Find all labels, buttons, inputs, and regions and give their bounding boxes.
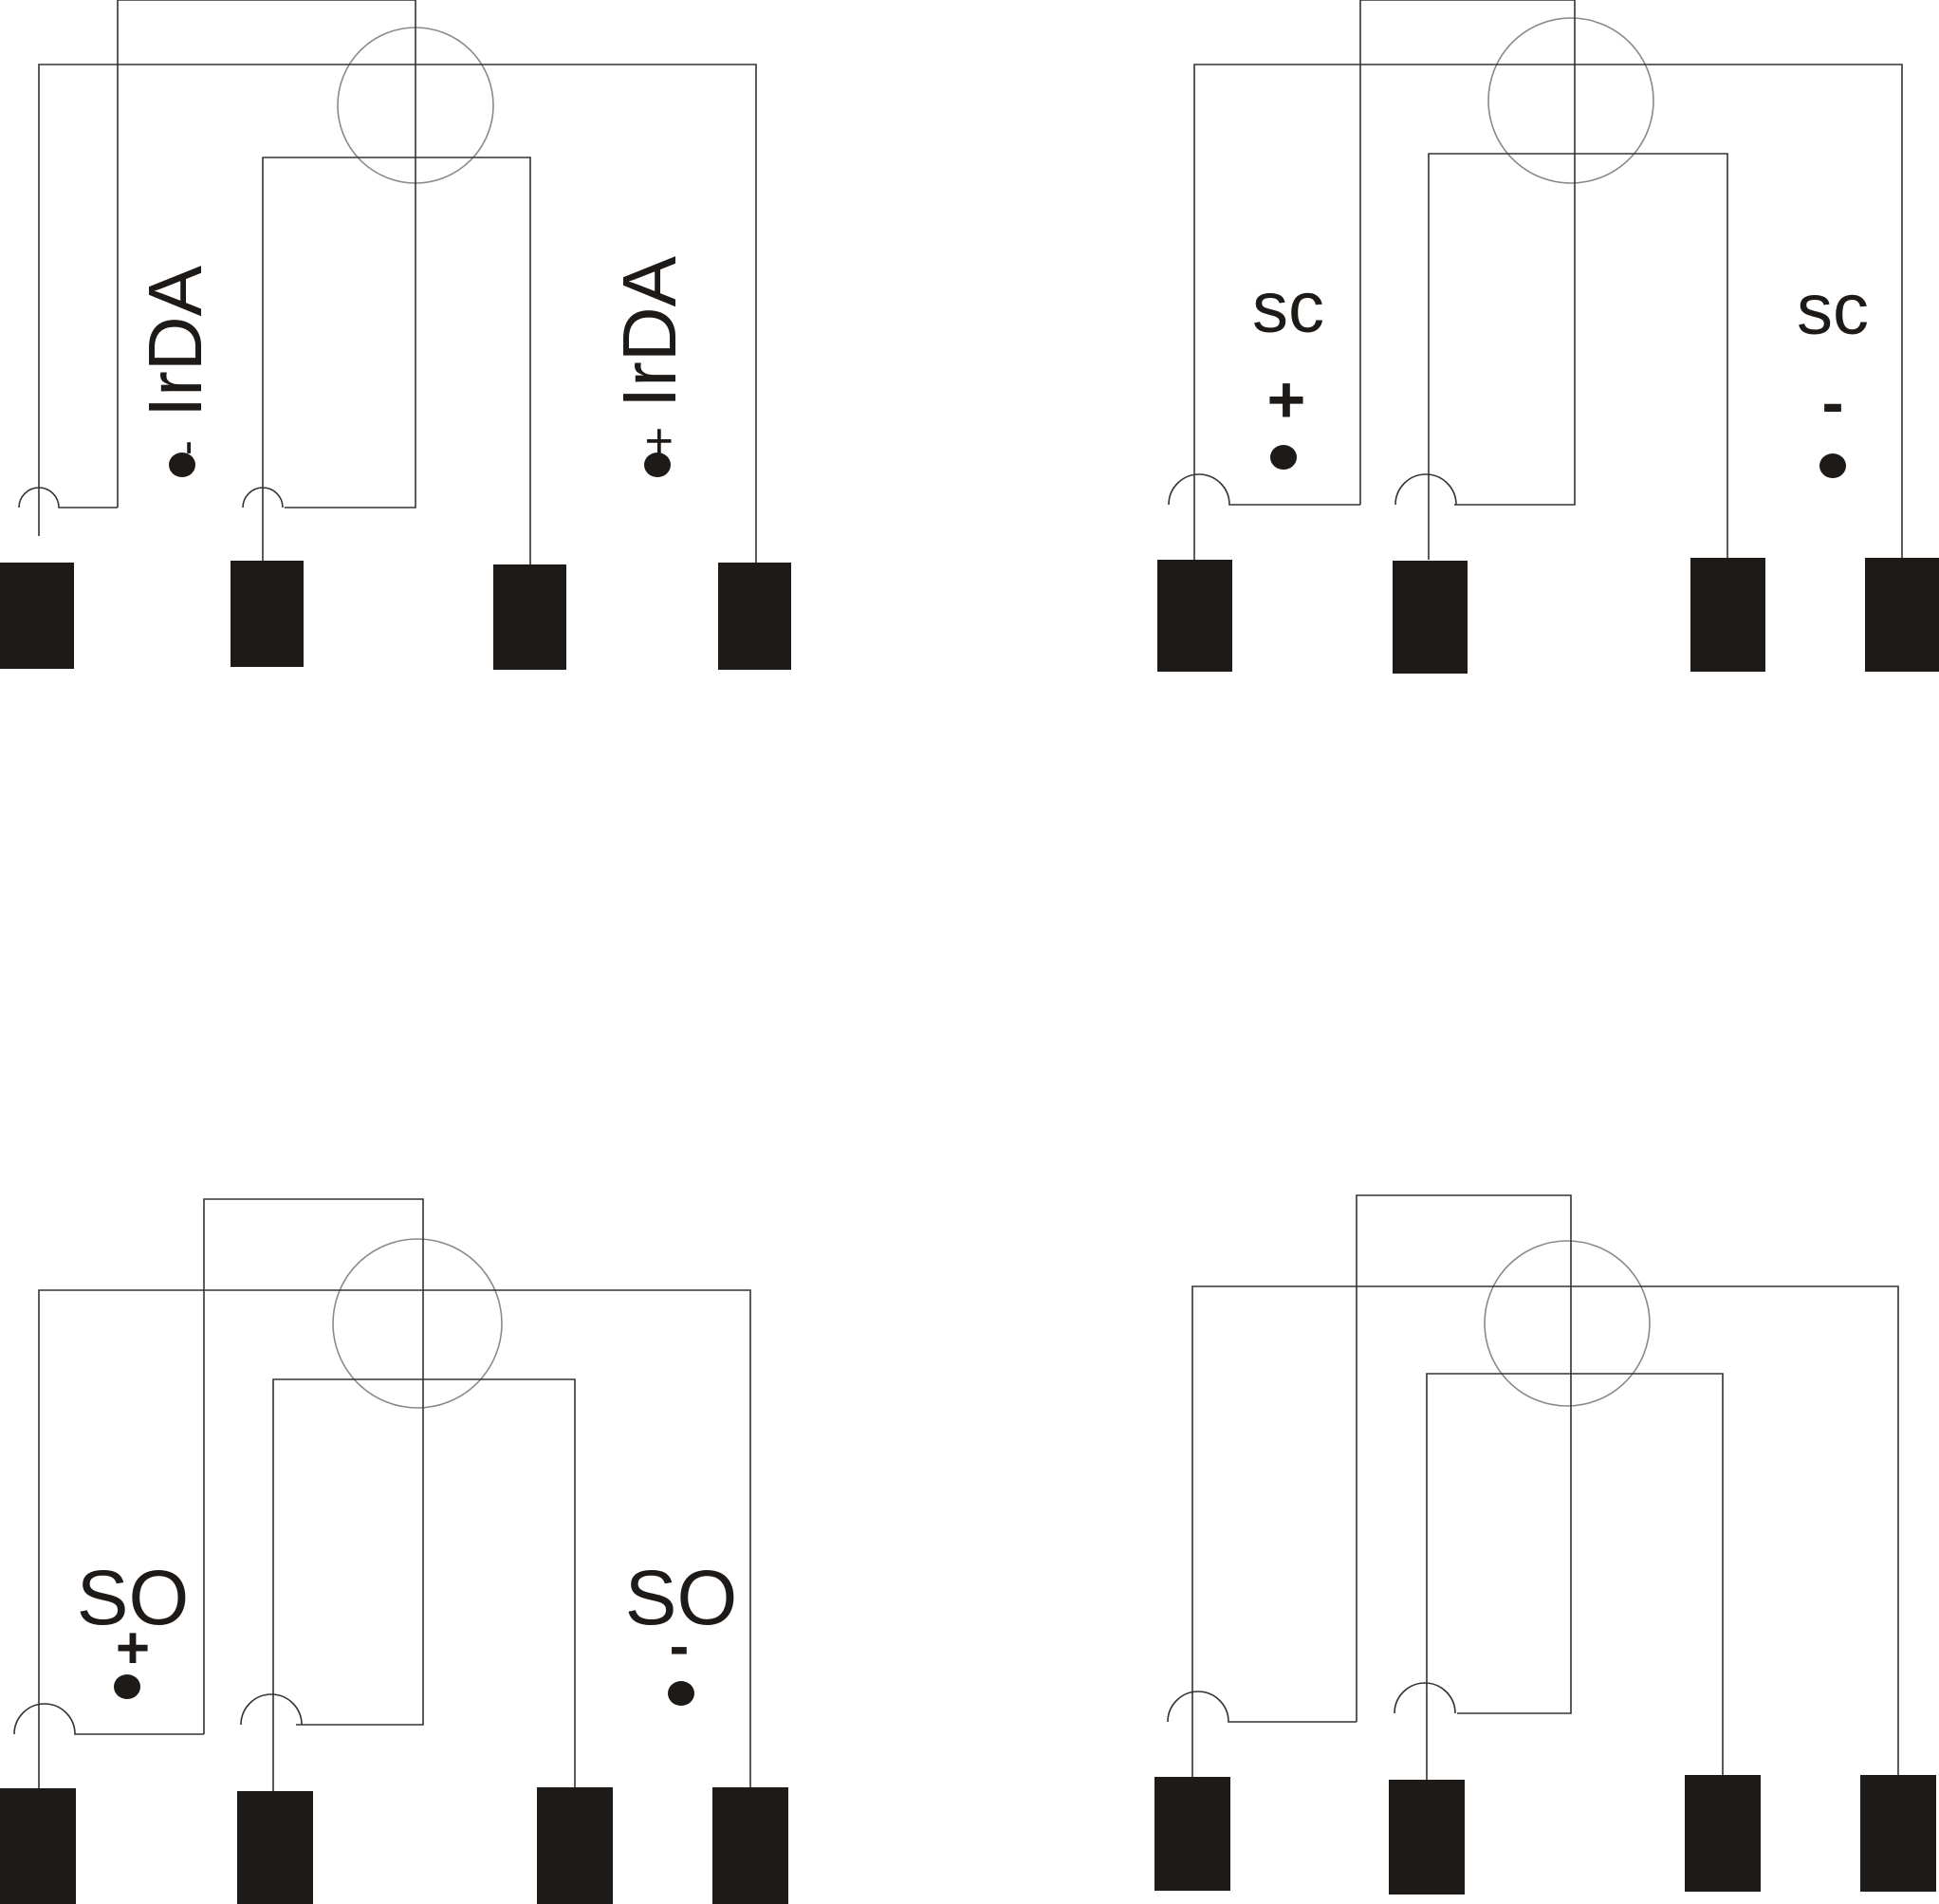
wire-outer-loop xyxy=(38,64,757,563)
polarity-dot-left xyxy=(114,1674,140,1699)
wire-left-inner xyxy=(1359,0,1576,506)
wire-inner-loop xyxy=(262,157,531,564)
center-ring xyxy=(1487,17,1654,184)
pin-pad-2 xyxy=(1389,1780,1465,1895)
wire-outer-loop xyxy=(1191,1285,1899,1777)
polarity-dot-right xyxy=(644,453,671,477)
irda-left-sign: - xyxy=(161,440,212,455)
center-ring xyxy=(332,1238,503,1409)
pin-pad-2 xyxy=(237,1791,313,1904)
polarity-dot-left xyxy=(1270,445,1297,470)
wire-inner-loop xyxy=(272,1378,576,1791)
irda-right-sign: + xyxy=(632,427,687,455)
wire-crossover-2 xyxy=(1394,1682,1456,1714)
wire-outer-loop xyxy=(1193,64,1903,560)
pin-pad-3 xyxy=(1685,1775,1761,1892)
pin-pad-2 xyxy=(231,561,304,667)
pin-pad-4 xyxy=(1865,558,1939,672)
sc-left-sign: + xyxy=(1267,362,1306,436)
polarity-dot-left xyxy=(169,453,195,477)
so-right-sign: - xyxy=(670,1614,690,1679)
panel-so: SO + SO - xyxy=(0,1198,788,1904)
wire-crossover-2 xyxy=(240,1693,303,1726)
pin-pad-4 xyxy=(1860,1775,1936,1892)
irda-right-label: IrDA xyxy=(607,255,692,408)
pin-pad-3 xyxy=(493,564,566,670)
pin-pad-1 xyxy=(0,1788,76,1904)
sc-right-sign: - xyxy=(1821,365,1843,439)
wire-crossover-2 xyxy=(242,487,284,508)
panel-unlabeled xyxy=(1154,1194,1936,1895)
irda-left-label: IrDA xyxy=(133,265,217,417)
wire-crossover-1 xyxy=(13,1703,204,1735)
pin-pad-1 xyxy=(0,563,74,669)
wire-left-inner xyxy=(1356,1194,1572,1722)
pin-pad-3 xyxy=(1690,558,1765,672)
wire-crossover-1 xyxy=(18,487,118,508)
wire-crossover-1 xyxy=(1168,473,1360,506)
panel-sc: sc + sc - xyxy=(1157,0,1939,674)
wire-crossover-1 xyxy=(1167,1691,1357,1723)
wire-left-inner xyxy=(203,1198,424,1734)
pin-pad-1 xyxy=(1157,560,1232,672)
panel-irda: - IrDA + IrDA xyxy=(0,0,791,670)
sc-left-label: sc xyxy=(1252,268,1324,348)
wire-inner-loop xyxy=(1428,153,1728,560)
pin-pad-3 xyxy=(537,1787,613,1904)
wire-left-inner xyxy=(117,0,416,508)
polarity-dot-right xyxy=(1819,453,1846,478)
wire-inner-loop xyxy=(1426,1373,1724,1780)
wire-crossover-2 xyxy=(1394,473,1457,506)
pin-pad-4 xyxy=(712,1787,788,1904)
so-left-sign: + xyxy=(116,1616,150,1681)
so-right-label: SO xyxy=(625,1555,737,1641)
center-ring xyxy=(1484,1240,1651,1407)
pin-pad-1 xyxy=(1154,1777,1230,1891)
polarity-dot-right xyxy=(668,1681,694,1706)
wire-outer-loop xyxy=(38,1289,751,1788)
pin-pad-4 xyxy=(718,563,791,670)
sc-right-label: sc xyxy=(1797,269,1869,350)
pin-pad-2 xyxy=(1393,561,1468,674)
so-left-label: SO xyxy=(77,1555,189,1641)
